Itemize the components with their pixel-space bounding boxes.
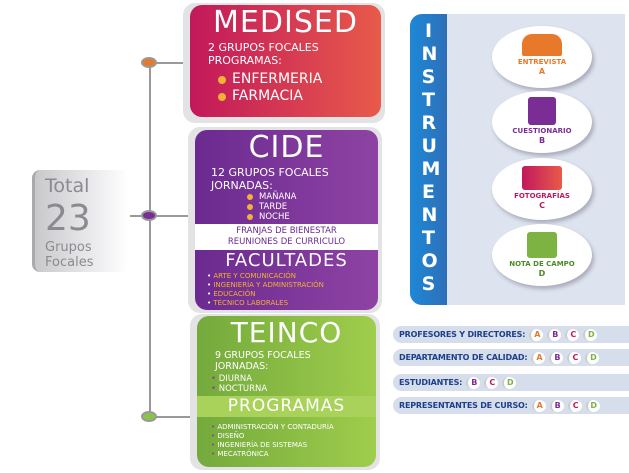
text: A (538, 67, 546, 76)
text: FOTOGRAFÍAS (514, 192, 570, 200)
notebook-icon (527, 232, 557, 258)
interview-icon (522, 34, 562, 56)
facultades-title: FACULTADES (225, 250, 348, 271)
total-number: 23 (45, 198, 91, 239)
jornada-item: NOCTURNA (211, 384, 267, 394)
text: FRANJAS DE BIENESTAR (236, 226, 337, 236)
program-item: ENFERMERIA (218, 71, 381, 88)
text: TÉCNICO LABORALES (207, 299, 288, 307)
jornada-item: TARDE (247, 202, 378, 212)
programas-list: ADMINISTRACIÓN Y CONTADURÍA DISEÑO INGEN… (197, 423, 376, 459)
text: REPRESENTANTES DE CURSO: (399, 401, 528, 410)
text: B (466, 376, 481, 389)
jornada-item: DIURNA (211, 374, 252, 384)
text: C (567, 399, 582, 412)
text: B (549, 351, 564, 364)
text: INGENIERÍA DE SISTEMAS (211, 441, 307, 449)
text: ENFERMERIA (232, 71, 323, 87)
text: TARDE (259, 202, 288, 212)
text: INSTRUMENTOS (421, 20, 441, 295)
text: PROFESORES Y DIRECTORES: (399, 330, 526, 339)
teinco-title: TEINCO (230, 316, 343, 349)
connector (130, 215, 188, 217)
cide-title: CIDE (248, 130, 325, 165)
text: INGENIERÍA Y ADMINISTRACIÓN (207, 281, 324, 289)
instrument-fotografias: FOTOGRAFÍAS C (492, 158, 592, 220)
cide-card: CIDE 12 GRUPOS FOCALES JORNADAS: MAÑANA … (195, 130, 378, 310)
medised-groups: 2 GRUPOS FOCALES (208, 41, 319, 54)
total-line1: Grupos (45, 240, 92, 255)
jornada-item: NOCHE (247, 212, 378, 222)
text: D (538, 269, 546, 278)
timeline-dot-teinco (141, 411, 157, 422)
timeline-line (149, 63, 151, 417)
text: ARTE Y COMUNICACIÓN (207, 272, 296, 280)
programas-title: PROGRAMAS (197, 396, 376, 417)
text: A (531, 351, 546, 364)
text: EDUCACIÓN (207, 290, 256, 298)
text: D (502, 376, 517, 389)
medised-programs-label: PROGRAMAS: (208, 54, 282, 67)
text: C (565, 328, 580, 341)
total-line2: Focales (45, 255, 94, 270)
text: C (567, 351, 582, 364)
text: B (547, 328, 562, 341)
timeline-dot-cide (141, 210, 157, 221)
teinco-groups: 9 GRUPOS FOCALES (215, 350, 311, 361)
total-label: Total (45, 175, 90, 197)
text: MAÑANA (259, 192, 297, 202)
instrument-cuestionario: CUESTIONARIO B (492, 91, 592, 153)
cide-jornadas-label: JORNADAS: (211, 179, 273, 192)
program-item: FARMACIA (218, 88, 381, 105)
text: ENTREVISTA (517, 58, 567, 66)
connector (150, 62, 185, 64)
text: ADMINISTRACIÓN Y CONTADURÍA (211, 423, 334, 431)
jornada-item: MAÑANA (247, 192, 378, 202)
text: D (585, 399, 600, 412)
total-box: Total 23 Grupos Focales (32, 170, 128, 272)
text: C (484, 376, 499, 389)
text: NOCHE (259, 212, 290, 222)
text: A (531, 399, 546, 412)
instrument-entrevista: ENTREVISTA A (492, 26, 592, 88)
instrument-nota-de-campo: NOTA DE CAMPO D (492, 224, 592, 286)
medised-card: MEDISED 2 GRUPOS FOCALES PROGRAMAS: ENFE… (190, 5, 381, 117)
text: C (539, 201, 545, 210)
clipboard-icon (528, 97, 556, 125)
timeline-dot-medised (141, 57, 157, 68)
text: DISEÑO (211, 432, 244, 440)
medised-title: MEDISED (213, 5, 358, 40)
connector (150, 416, 190, 418)
text: A (529, 328, 544, 341)
text: B (538, 136, 546, 145)
text: B (549, 399, 564, 412)
text: D (585, 351, 600, 364)
camera-icon (522, 166, 562, 190)
teinco-jornadas-label: JORNADAS: (215, 361, 269, 372)
text: MECATRÓNICA (211, 450, 269, 458)
cide-groups: 12 GRUPOS FOCALES (211, 166, 329, 179)
text: D (583, 328, 598, 341)
instruments-title: INSTRUMENTOS (410, 14, 447, 305)
instruments-panel: INSTRUMENTOS ENTREVISTA A CUESTIONARIO B… (410, 14, 625, 305)
teinco-card: TEINCO 9 GRUPOS FOCALES JORNADAS: DIURNA… (197, 316, 376, 467)
text: DEPARTAMENTO DE CALIDAD: (399, 353, 528, 362)
text: NOTA DE CAMPO (509, 260, 575, 268)
text: REUNIONES DE CURRICULO (227, 237, 346, 247)
text: FARMACIA (232, 88, 303, 104)
text: CUESTIONARIO (512, 127, 572, 135)
facultades-list: ARTE Y COMUNICACIÓN INGENIERÍA Y ADMINIS… (195, 272, 378, 308)
text: ESTUDIANTES: (399, 378, 463, 387)
